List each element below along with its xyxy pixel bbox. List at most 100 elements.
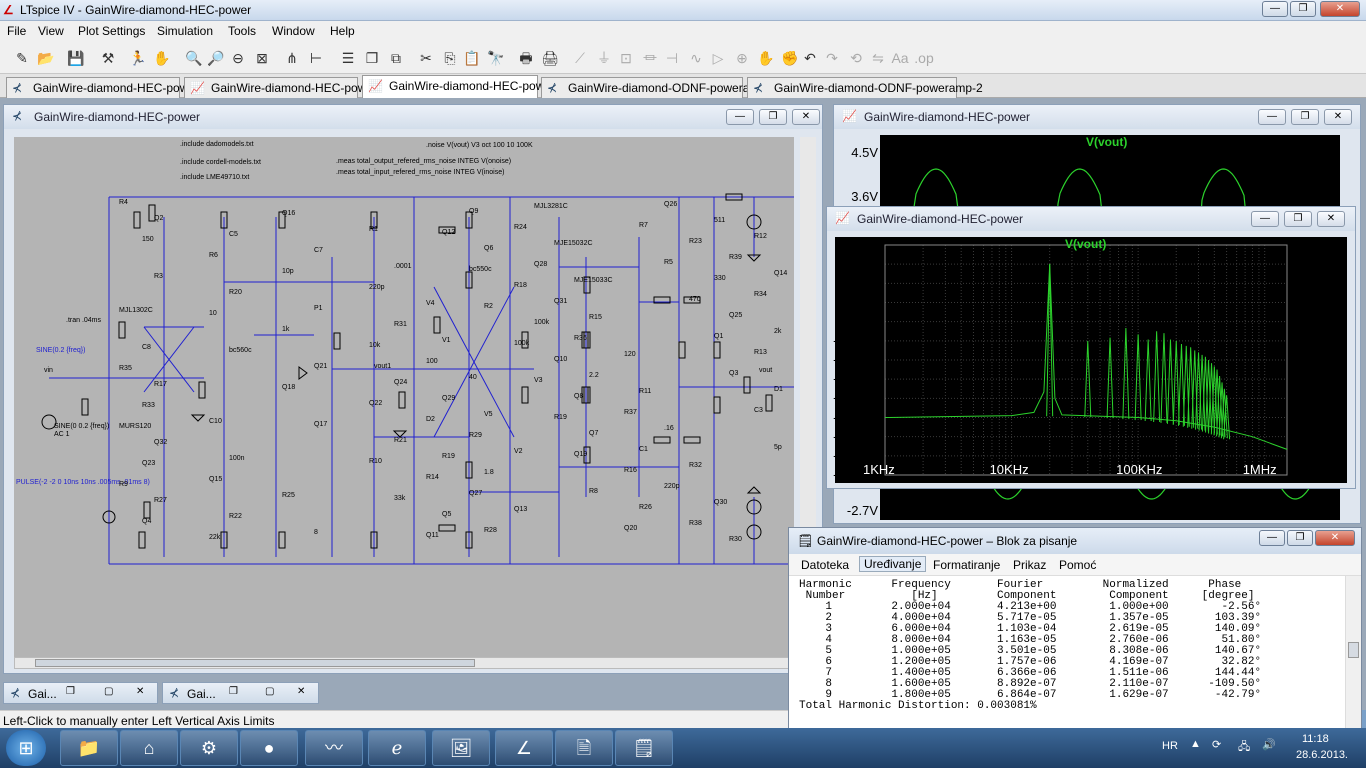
component-label[interactable]: 470	[689, 296, 701, 303]
source-value[interactable]: AC 1	[54, 431, 70, 438]
component-label[interactable]: R36	[574, 335, 587, 342]
component-label[interactable]: R19	[442, 453, 455, 460]
y-tick-label[interactable]: -30dB	[840, 275, 875, 291]
component-label[interactable]: 10p	[282, 268, 294, 275]
component-label[interactable]: R3	[154, 273, 163, 280]
component-label[interactable]: R12	[754, 233, 767, 240]
spice-directive[interactable]: .include dadomodels.txt	[180, 141, 254, 148]
component-icon[interactable]: ⊕	[736, 50, 748, 66]
app-icon[interactable]: ⌂	[120, 730, 178, 766]
autorange-icon[interactable]: ⋔	[286, 50, 298, 66]
close-all-icon[interactable]: ⧉	[391, 50, 401, 66]
close-icon[interactable]: ✕	[136, 686, 145, 697]
show-hidden-icon[interactable]: ▲	[1190, 738, 1201, 750]
component-label[interactable]: R14	[426, 474, 439, 481]
component-label[interactable]: R35	[119, 365, 132, 372]
zoom-fit-icon[interactable]: ⊠	[256, 50, 268, 66]
x-tick-label[interactable]: 100KHz	[1116, 462, 1163, 477]
component-label[interactable]: Q2	[154, 215, 164, 222]
component-label[interactable]: Q13	[514, 506, 528, 513]
resistor-icon[interactable]: ⏛	[643, 50, 657, 66]
component-label[interactable]: Q3	[729, 370, 739, 377]
component-label[interactable]: Q24	[394, 379, 408, 386]
component-label[interactable]: R21	[394, 437, 407, 444]
component-label[interactable]: R33	[142, 402, 155, 409]
spice-directive-icon[interactable]: .op	[914, 50, 934, 66]
label-net-icon[interactable]: ⊡	[620, 50, 632, 66]
component-label[interactable]: R19	[554, 414, 567, 421]
undo-icon[interactable]: ↶	[804, 50, 816, 66]
component-label[interactable]: R32	[689, 462, 702, 469]
component-label[interactable]: V1	[442, 337, 451, 344]
component-label[interactable]: bc550c	[469, 266, 492, 273]
restore-button[interactable]: ❐	[1291, 109, 1319, 125]
wire-icon[interactable]: ⟋	[575, 50, 585, 66]
component-label[interactable]: Q12	[442, 229, 456, 236]
drag-icon[interactable]: ✊	[781, 50, 799, 66]
menu-plot-settings[interactable]: Plot Settings	[78, 24, 146, 38]
component-label[interactable]: 5p	[774, 444, 782, 451]
component-label[interactable]: Q18	[282, 384, 296, 391]
component-label[interactable]: R4	[119, 199, 128, 206]
restore-icon[interactable]: ❐	[66, 686, 75, 697]
spice-directive[interactable]: .meas total_input_refered_rms_noise INTE…	[336, 169, 505, 176]
component-label[interactable]: R39	[729, 254, 742, 261]
x-tick-label[interactable]: 1MHz	[1242, 462, 1277, 477]
component-label[interactable]: bc560c	[229, 347, 252, 354]
notepad-scrollbar[interactable]	[1345, 576, 1361, 730]
component-label[interactable]: MJL3281C	[534, 203, 568, 210]
tab-waveform-2[interactable]: 📈GainWire-diamond-HEC-power	[362, 75, 555, 99]
y-tick-label[interactable]: 0dB	[851, 256, 875, 272]
component-label[interactable]: C3	[754, 407, 763, 414]
zoom-out-icon[interactable]: ⊖	[232, 50, 244, 66]
spice-directive[interactable]: .include LME49710.txt	[180, 174, 250, 181]
component-label[interactable]: Q5	[442, 511, 452, 518]
component-label[interactable]: Q11	[426, 532, 439, 539]
menu-formatiranje[interactable]: Formatiranje	[933, 558, 1001, 572]
component-label[interactable]: D1	[774, 386, 783, 393]
paste-icon[interactable]: 📋	[463, 50, 481, 66]
minimize-button[interactable]: —	[1251, 211, 1279, 227]
mirror-icon[interactable]: ⇋	[872, 50, 884, 66]
horizontal-scrollbar[interactable]	[14, 657, 794, 669]
source-value[interactable]: SINE(0 0.2 {freq})	[54, 423, 110, 430]
component-label[interactable]: V3	[534, 377, 543, 384]
y-tick-label[interactable]: -180dB	[833, 371, 875, 387]
run-icon[interactable]: 🏃	[129, 50, 147, 66]
component-label[interactable]: .0001	[394, 263, 412, 270]
component-label[interactable]: R20	[229, 289, 242, 296]
source-value[interactable]: SINE(0.2 {freq})	[36, 347, 86, 354]
component-label[interactable]: Q16	[282, 210, 296, 217]
spice-directive[interactable]: .meas total_output_refered_rms_noise INT…	[336, 158, 512, 165]
tab-odnf-poweramp-2[interactable]: ⊀GainWire-diamond-ODNF-poweramp-2	[747, 77, 983, 98]
diode-icon[interactable]: ▷	[712, 50, 724, 66]
ltspice-taskbar-icon[interactable]: ∠	[495, 730, 553, 766]
network-icon[interactable]: 🖧	[1238, 741, 1251, 753]
net-label[interactable]: vout	[759, 367, 773, 374]
x-tick-label[interactable]: 10KHz	[989, 462, 1029, 477]
component-label[interactable]: 1.8	[484, 469, 494, 476]
menu-view[interactable]: View	[38, 24, 64, 38]
component-label[interactable]: R26	[639, 504, 652, 511]
spice-directive[interactable]: .include cordell-models.txt	[180, 159, 261, 166]
component-label[interactable]: R7	[639, 222, 648, 229]
component-label[interactable]: R10	[369, 458, 382, 465]
component-label[interactable]: 100n	[229, 455, 245, 462]
component-label[interactable]: Q21	[314, 363, 328, 370]
rotate-icon[interactable]: ⟲	[850, 50, 862, 66]
save-icon[interactable]: 💾	[67, 50, 85, 66]
maximize-icon[interactable]: ▢	[104, 686, 114, 697]
schematic-canvas[interactable]: .include dadomodels.txt .include cordell-…	[14, 137, 794, 660]
maximize-icon[interactable]: ▢	[265, 686, 275, 697]
component-label[interactable]: R18	[514, 282, 527, 289]
inductor-icon[interactable]: ∿	[690, 50, 702, 66]
tab-odnf-poweramp[interactable]: ⊀GainWire-diamond-ODNF-poweramp	[541, 77, 766, 98]
component-label[interactable]: 330	[714, 275, 726, 282]
component-label[interactable]: Q25	[729, 312, 743, 319]
language-indicator[interactable]: HR	[1162, 740, 1178, 752]
y-tick-label[interactable]: -300dB	[833, 447, 875, 463]
component-label[interactable]: Q7	[589, 430, 599, 437]
component-label[interactable]: R1	[369, 226, 378, 233]
component-label[interactable]: R6	[209, 252, 218, 259]
spice-directive[interactable]: .tran .04ms	[66, 317, 102, 324]
